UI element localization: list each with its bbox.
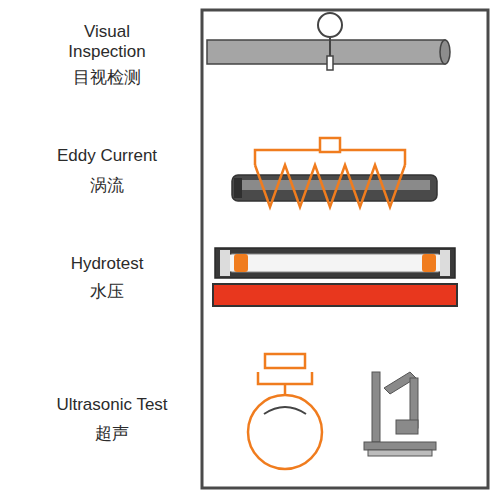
method-name-cn: 目视检测 <box>32 68 182 88</box>
method-name: Eddy Current <box>22 146 192 166</box>
hydrotest-figure <box>213 248 457 306</box>
frame <box>202 10 488 488</box>
eddy-current-figure <box>232 138 437 207</box>
method-name: Ultrasonic Test <box>22 395 202 415</box>
method-name-cn: 超声 <box>37 424 187 444</box>
method-name-cn: 水压 <box>32 282 182 302</box>
ultrasonic-figure <box>248 354 436 469</box>
visual-inspection-figure <box>207 13 450 70</box>
method-name: Visual Inspection <box>47 22 167 62</box>
method-name: Hydrotest <box>32 254 182 274</box>
method-name-cn: 涡流 <box>32 176 182 196</box>
